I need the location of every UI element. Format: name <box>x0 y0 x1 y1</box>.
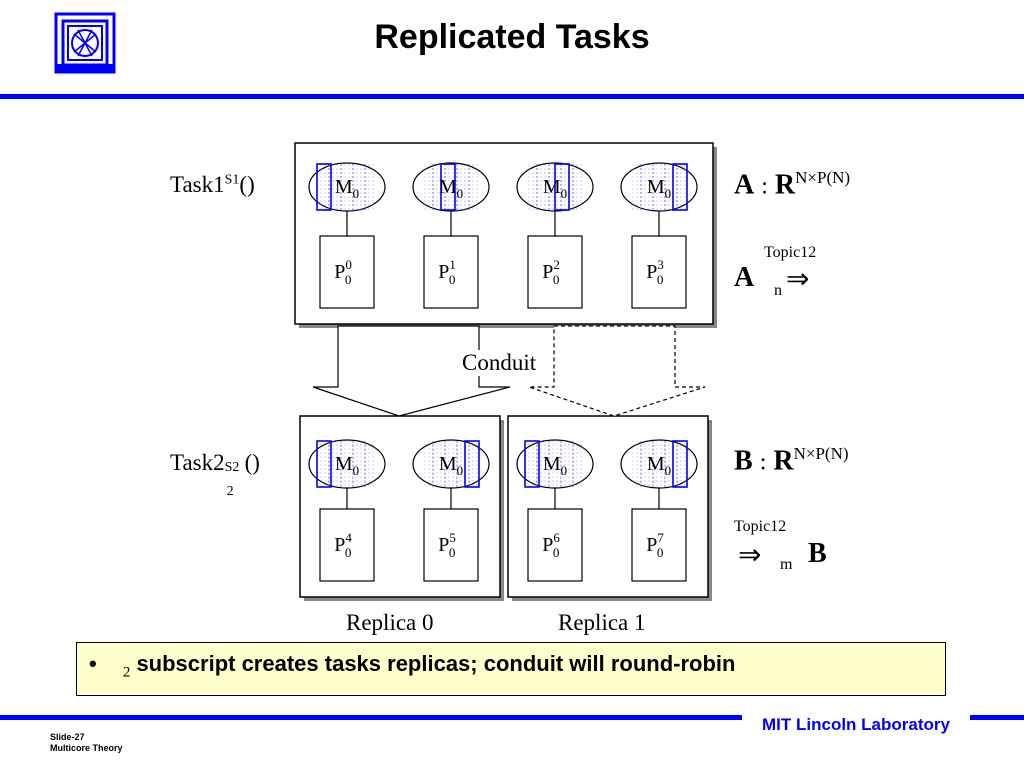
course-name: Multicore Theory <box>50 743 123 753</box>
memory-partition-highlight <box>524 440 540 488</box>
task2-sup: S2 <box>224 460 240 475</box>
processor-box <box>527 508 583 582</box>
task2-sub: 2 <box>226 484 234 499</box>
lab-name: MIT Lincoln Laboratory <box>742 713 970 737</box>
topic-b-var: B <box>808 538 827 569</box>
topic-b-sub: m <box>780 556 793 573</box>
note-sub: 2 <box>122 664 131 681</box>
map-a-sup: N×P(N) <box>795 168 851 187</box>
task1-name: Task1 <box>170 172 225 197</box>
conduit-arrow-solid <box>312 325 511 417</box>
map-b: B : RN×P(N) <box>734 444 849 477</box>
map-a: A : RN×P(N) <box>734 168 850 201</box>
processor-box <box>319 235 375 309</box>
topic-b: Topic12 ⇒ m B <box>734 518 844 580</box>
memory-partition-highlight <box>316 440 332 488</box>
memory-label: M0 <box>335 453 359 478</box>
memory-label: M0 <box>647 176 671 201</box>
note-box: • 2 subscript creates tasks replicas; co… <box>76 642 946 696</box>
processor-box <box>423 235 479 309</box>
page-title: Replicated Tasks <box>374 18 650 56</box>
task2-suffix: () <box>244 450 260 475</box>
map-a-lhs: A <box>734 169 755 201</box>
topic-a-topic: Topic12 <box>764 244 817 261</box>
topic-a: Topic12 A n ⇒ <box>734 244 844 304</box>
conduit-label: Conduit <box>460 350 539 376</box>
top-rule <box>0 94 1024 99</box>
memory-partition-highlight <box>440 163 456 211</box>
memory-partition-highlight <box>554 163 570 211</box>
memory-partition-highlight <box>316 163 332 211</box>
topic-a-var: A <box>734 262 755 293</box>
replica-0-label: Replica 0 <box>346 610 434 635</box>
task2-name: Task2 <box>170 450 225 475</box>
task1-sup: S1 <box>224 172 240 188</box>
conduit-arrow-dashed <box>528 325 706 417</box>
memory-partition-highlight <box>464 440 480 488</box>
memory-label: M0 <box>543 176 567 201</box>
processor-box <box>527 235 583 309</box>
replica-1-label: Replica 1 <box>558 610 646 635</box>
memory-partition-highlight <box>672 163 688 211</box>
map-b-space: R <box>773 445 794 477</box>
topic-a-sub: n <box>774 282 782 299</box>
memory-label: M0 <box>647 453 671 478</box>
task1-label: Task1S1() <box>170 172 255 198</box>
topic-b-topic: Topic12 <box>734 518 787 535</box>
map-a-colon: : <box>761 173 768 200</box>
slide-info: Slide-27 Multicore Theory <box>50 732 123 754</box>
processor-box <box>631 235 687 309</box>
map-b-colon: : <box>759 449 767 476</box>
topic-a-arrow: ⇒ <box>786 264 810 295</box>
note-body: subscript creates tasks replicas; condui… <box>130 651 736 676</box>
memory-label: M0 <box>543 453 567 478</box>
processor-box <box>423 508 479 582</box>
processor-box <box>319 508 375 582</box>
processor-box <box>631 508 687 582</box>
slide-number: Slide-27 <box>50 732 85 742</box>
map-a-space: R <box>774 169 796 201</box>
memory-label: M0 <box>335 176 359 201</box>
note-bullet: • <box>89 651 97 676</box>
map-b-sup: N×P(N) <box>793 444 849 463</box>
memory-label: M0 <box>439 453 463 478</box>
topic-b-arrow: ⇒ <box>738 540 762 571</box>
map-b-lhs: B <box>734 445 753 477</box>
bottom-rule <box>0 715 1024 720</box>
task1-suffix: () <box>239 172 255 197</box>
memory-label: M0 <box>439 176 463 201</box>
memory-partition-highlight <box>672 440 688 488</box>
note-text: • 2 subscript creates tasks replicas; co… <box>89 651 735 681</box>
lincoln-logo <box>54 12 116 74</box>
